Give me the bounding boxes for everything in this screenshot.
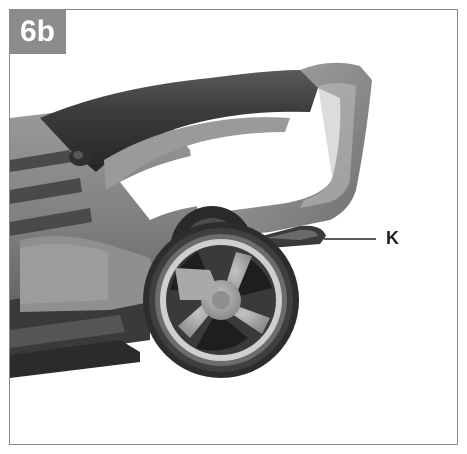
push-handle <box>120 62 372 234</box>
top-grip <box>40 70 320 190</box>
figure-label: 6b <box>9 9 66 54</box>
height-adjust-lever <box>262 225 326 248</box>
callout-label-k: K <box>386 228 399 248</box>
front-wheel <box>143 222 299 378</box>
